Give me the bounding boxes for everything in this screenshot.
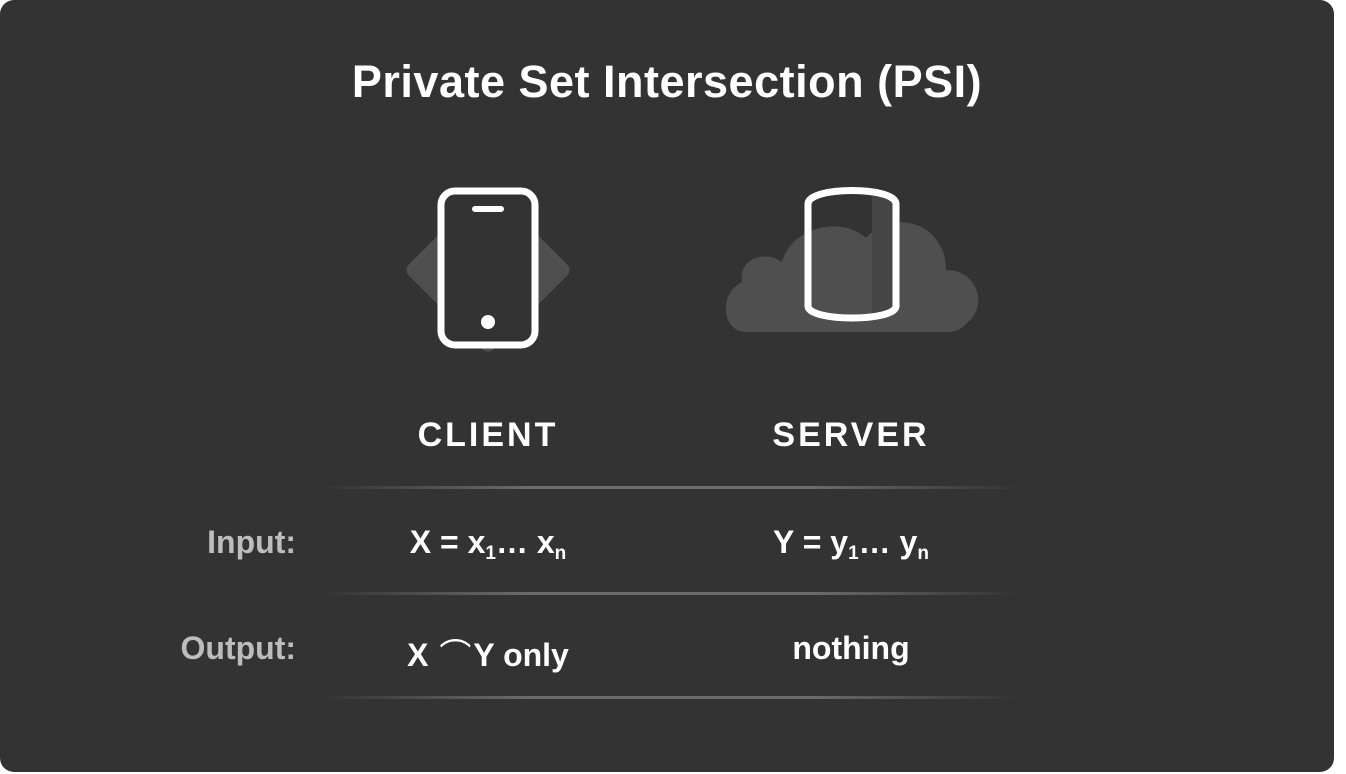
client-label: CLIENT [417,416,559,454]
intersection-symbol: ⌒ [439,637,472,673]
input-row-label: Input: [207,524,296,560]
divider [320,696,1020,699]
client-output-value: X ⌒Y only [407,637,569,673]
page-title: Private Set Intersection (PSI) [351,56,983,107]
client-input-value: X = x1… xn [409,524,567,564]
output-row-label: Output: [180,630,297,666]
server-label: SERVER [772,416,930,454]
server-input-value: Y = y1… yn [773,524,929,564]
server-output-value: nothing [792,630,910,666]
divider [320,486,1020,489]
divider [320,592,1020,595]
cloud-database-icon [716,182,988,338]
smartphone-icon [390,172,586,368]
